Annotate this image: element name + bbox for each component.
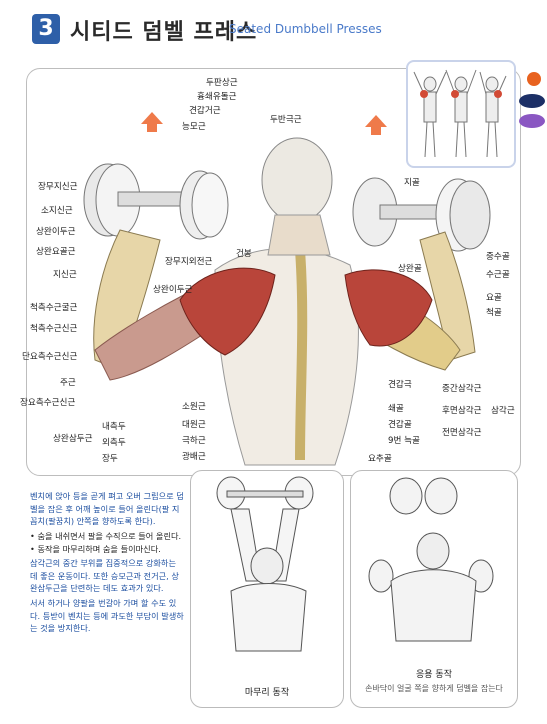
description-bullet-2: • 동작을 마무리하며 숨을 들이마신다.: [30, 544, 161, 554]
variation-caption: 손바닥이 얼굴 쪽을 향하게 덤벨을 잡는다: [365, 684, 503, 693]
label-scapula-spine: 견갑극: [388, 380, 412, 390]
muscle-overview-inset: [406, 60, 516, 168]
label-phalanges: 지골: [404, 178, 420, 188]
label-splenius: 두반극근: [270, 115, 302, 125]
label-triceps-lateral: 외측두: [102, 438, 126, 448]
label-levator-scapulae: 견갑거근: [189, 106, 221, 116]
finish-position-panel: 마무리 동작: [190, 470, 344, 708]
legend-dot-purple: [519, 114, 545, 128]
label-ext-carpi-ulnaris: 척측수근신근: [30, 324, 78, 334]
description-intro: 벤치에 앉아 등을 곧게 펴고 오버 그립으로 덤벨을 잡은 후 어깨 높이로 …: [30, 491, 184, 526]
label-latissimus: 광배근: [182, 452, 206, 462]
variation-panel: 응용 동작 손바닥이 얼굴 쪽을 향하게 덤벨을 잡는다: [350, 470, 518, 708]
exercise-title: 시티드 덤벨 프레스: [70, 20, 258, 45]
label-biceps-right: 상완이두근: [153, 285, 193, 295]
label-triceps-medial: 내측두: [102, 422, 126, 432]
variation-title: 응용 동작: [416, 670, 452, 680]
label-deltoid-posterior: 후면삼각근: [442, 406, 482, 416]
description-variations: 서서 하거나 양팔을 번갈아 가며 할 수도 있다. 등받이 벤치는 등에 과도…: [30, 598, 184, 633]
left-dumbbell: [83, 163, 229, 240]
label-humerus: 상완골: [398, 264, 422, 274]
label-carpals: 수근골: [486, 270, 510, 280]
label-fcu: 척측수근굴근: [30, 303, 78, 313]
label-anconeus: 주근: [60, 378, 76, 388]
spine: [295, 249, 308, 461]
inset-figures: [413, 69, 507, 158]
label-teres-major: 대원근: [182, 420, 206, 430]
label-trapezius-upper: 두판상근: [206, 78, 238, 88]
description-benefit: 삼각근의 중간 부위를 집중적으로 강화하는 데 좋은 운동이다. 또한 승모근…: [30, 558, 179, 593]
label-ext-digitorum: 지신근: [53, 270, 77, 280]
label-deltoid-middle: 중간삼각근: [442, 384, 482, 394]
label-rhomboid: 능모근: [182, 122, 206, 132]
label-ext-digiti-minimi: 소지신근: [41, 206, 73, 216]
label-brachioradialis: 상완요골근: [36, 247, 76, 257]
up-arrow-icon-left: [141, 112, 163, 132]
label-teres-minor: 소원근: [182, 402, 206, 412]
up-arrow-icon-right: [365, 115, 387, 135]
label-infraspinatus: 극하근: [182, 436, 206, 446]
label-radius: 요골: [486, 293, 502, 303]
label-ulna: 척골: [486, 308, 502, 318]
legend-dot-orange: [527, 72, 541, 86]
description-bullet-1: • 숨을 내쉬면서 팔을 수직으로 들어 올린다.: [30, 531, 182, 541]
right-deltoid: [344, 269, 433, 347]
label-metacarpals: 중수골: [486, 252, 510, 262]
label-ecr-longus-2: 장요측수근신근: [20, 398, 76, 408]
label-scapula: 견갑골: [388, 420, 412, 430]
label-triceps-long: 장두: [102, 454, 118, 464]
legend-dot-navy: [519, 94, 545, 108]
label-triceps: 상완삼두근: [53, 434, 93, 444]
variation-figure: [368, 477, 494, 642]
exercise-subtitle: Seated Dumbbell Presses: [229, 22, 382, 36]
finish-position-caption: 마무리 동작: [244, 688, 290, 698]
label-ecr-brevis: 단요측수근신근: [22, 352, 78, 362]
right-dumbbell: [352, 177, 491, 252]
left-deltoid: [179, 267, 276, 356]
neck: [267, 214, 331, 256]
label-deltoid: 삼각근: [491, 406, 515, 416]
right-forearm: [419, 231, 476, 361]
exercise-number-badge: 3: [32, 14, 60, 44]
label-acromion: 건봉: [236, 249, 252, 259]
label-lumbar: 요추골: [368, 454, 392, 464]
head: [261, 137, 333, 223]
finish-position-figure: [216, 476, 314, 652]
label-ext-carpi-ulnaris-long: 장무지외전근: [165, 257, 213, 267]
label-semispinalis: 흉쇄유돌근: [197, 92, 237, 102]
label-deltoid-anterior: 전면삼각근: [442, 428, 482, 438]
label-rib-9: 9번 늑골: [388, 436, 420, 446]
label-biceps-left: 상완이두근: [36, 227, 76, 237]
label-clavicle: 쇄골: [388, 404, 404, 414]
label-ecr-longus: 장무지신근: [38, 182, 78, 192]
